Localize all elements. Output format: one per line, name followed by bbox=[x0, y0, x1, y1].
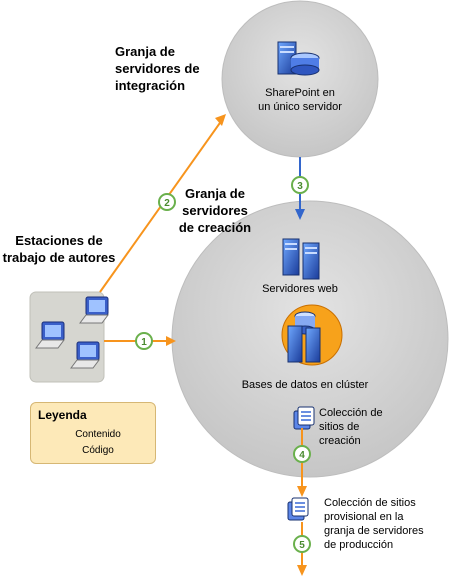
authoring-site-collection-label-line: sitios de bbox=[319, 421, 360, 433]
sharepoint-server-label-line: un único servidor bbox=[258, 101, 342, 113]
integration-farm-label-line: servidores de bbox=[115, 61, 200, 76]
step-badge-4: 4 bbox=[293, 445, 311, 463]
cluster-databases-icon bbox=[281, 304, 343, 366]
authoring-farm-label-line: Granja de bbox=[185, 186, 245, 201]
staging-site-collection-label-line: granja de servidores bbox=[324, 525, 424, 537]
workstation-icon bbox=[35, 321, 65, 349]
staging-site-collection-label-line: de producción bbox=[324, 539, 394, 551]
cluster-databases-label: Bases de datos en clúster bbox=[241, 379, 369, 391]
step-badge-2: 2 bbox=[158, 193, 176, 211]
sharepoint-server-label-line: SharePoint en bbox=[265, 87, 335, 99]
web-servers-label: Servidores web bbox=[262, 283, 338, 295]
author-stations-label: Estaciones de trabajo de autores bbox=[0, 232, 118, 266]
integration-farm-circle bbox=[221, 0, 379, 158]
legend-title: Leyenda bbox=[38, 408, 87, 422]
svg-text:5: 5 bbox=[299, 540, 305, 551]
web-servers-icon bbox=[282, 238, 320, 280]
svg-text:4: 4 bbox=[299, 450, 305, 461]
integration-farm-label-line: integración bbox=[115, 78, 186, 93]
step-badge-5: 5 bbox=[293, 535, 311, 553]
step-badge-3: 3 bbox=[291, 176, 309, 194]
sharepoint-server-icon bbox=[277, 41, 320, 76]
authoring-farm-label: Granja de servidores de creación bbox=[170, 185, 260, 236]
staging-site-collection-icon bbox=[287, 497, 309, 521]
workstation-icon bbox=[70, 341, 100, 369]
staging-site-collection-label-line: Colección de sitios bbox=[324, 497, 416, 509]
author-stations-label-line: Estaciones de bbox=[15, 233, 103, 248]
staging-site-collection-label-line: provisional en la bbox=[324, 511, 404, 523]
step-badge-1: 1 bbox=[135, 332, 153, 350]
svg-text:1: 1 bbox=[141, 337, 147, 348]
authoring-site-collection-label-line: Colección de bbox=[319, 407, 383, 419]
legend-code-label: Código bbox=[58, 445, 138, 457]
authoring-site-collection-label: Colección de sitios de creación bbox=[319, 406, 429, 448]
legend-content-text: Contenido bbox=[73, 429, 123, 440]
authoring-farm-label-line: de creación bbox=[178, 220, 252, 235]
workstation-icon bbox=[79, 296, 109, 324]
author-stations-label-line: trabajo de autores bbox=[2, 250, 116, 265]
integration-farm-label: Granja de servidores de integración bbox=[115, 43, 225, 94]
authoring-farm-label-line: servidores bbox=[182, 203, 248, 218]
legend-code-text: Código bbox=[80, 445, 116, 456]
svg-text:2: 2 bbox=[164, 198, 170, 209]
authoring-site-collection-label-line: creación bbox=[319, 435, 361, 447]
svg-text:3: 3 bbox=[297, 181, 303, 192]
legend-content-label: Contenido bbox=[58, 429, 138, 441]
integration-farm-label-line: Granja de bbox=[115, 44, 175, 59]
sharepoint-server-label: SharePoint en un único servidor bbox=[240, 86, 360, 114]
staging-site-collection-label: Colección de sitios provisional en la gr… bbox=[324, 496, 449, 552]
